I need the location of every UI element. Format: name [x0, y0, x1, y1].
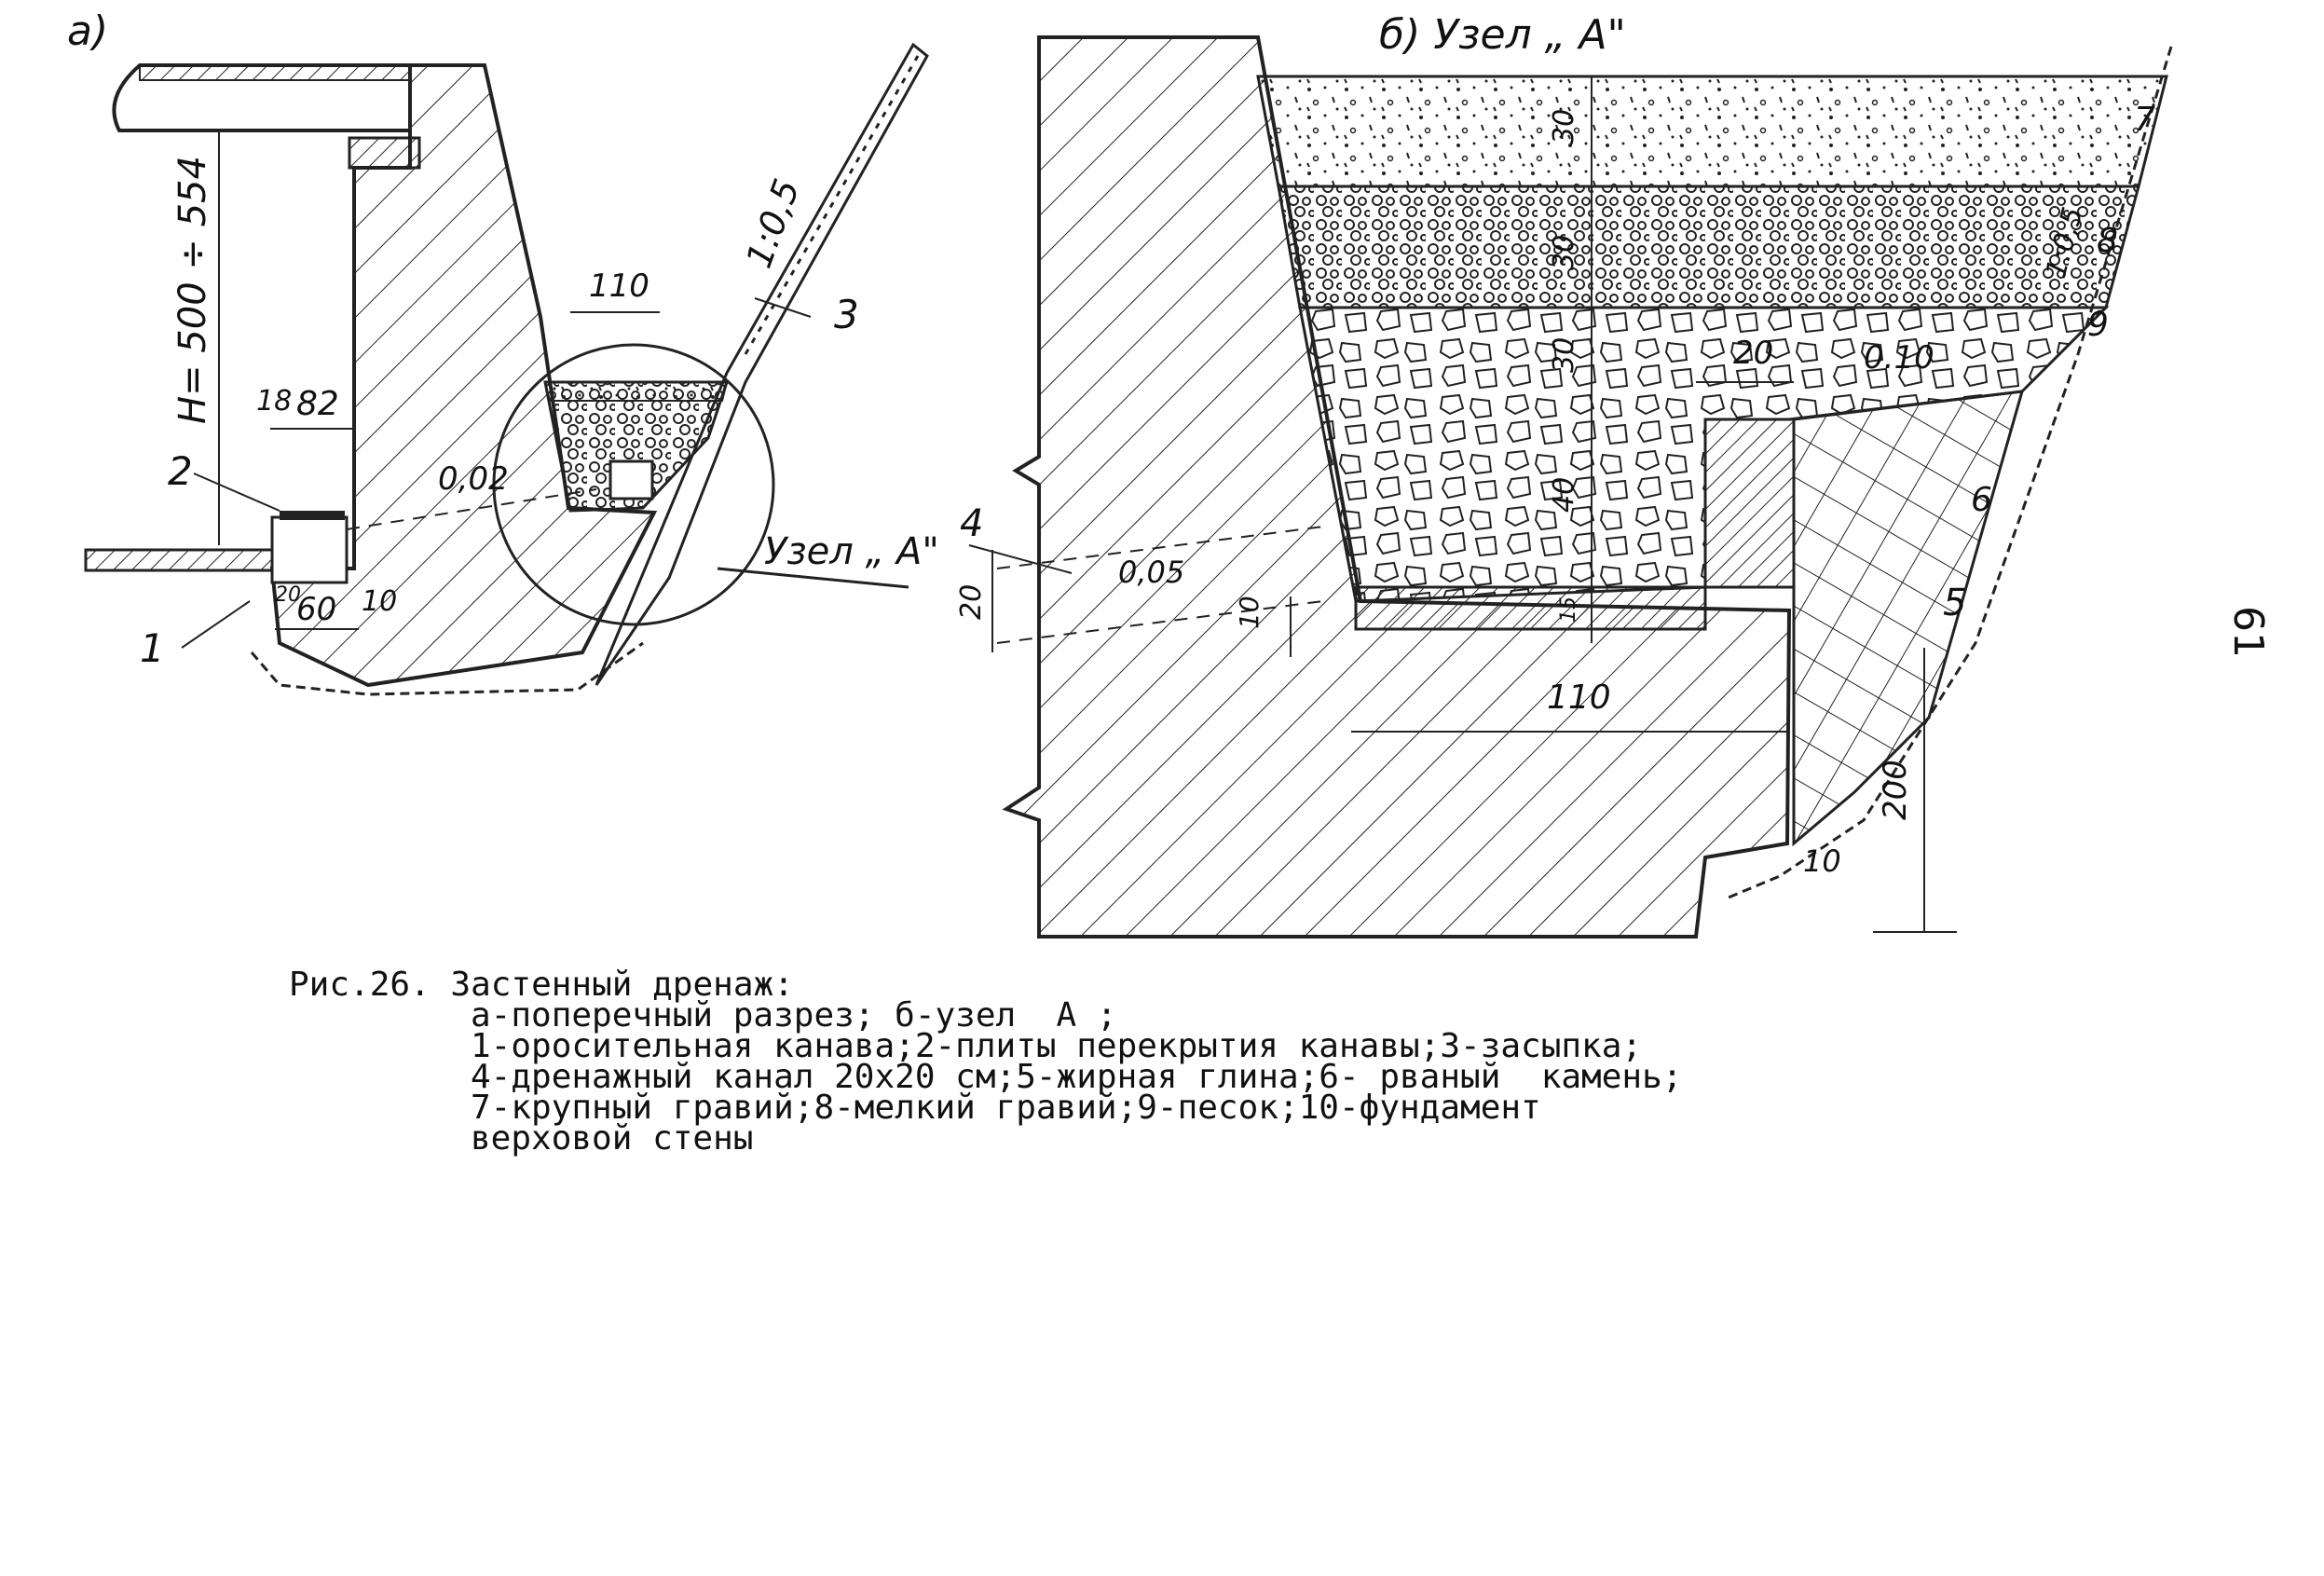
panel-b-node-detail: б) Узел „ А" 30 30 30 40 15 20 0.10 1:0,… [955, 11, 2173, 939]
callout-2-leader [193, 473, 280, 512]
slope-tick [754, 297, 812, 318]
dim-110-b: 110 [1547, 678, 1611, 717]
node-a-leader [717, 567, 909, 589]
layer-sand [1256, 75, 2168, 188]
node-a-circle [492, 343, 775, 626]
callout-3: 3 [834, 292, 859, 337]
panel-b-title: б) Узел „ А" [1379, 11, 1626, 59]
callout-8: 8 [2097, 222, 2118, 260]
caption-line: 1-оросительная канава;2-плиты перекрытия… [471, 1027, 1643, 1065]
dim-20-left: 20 [955, 584, 988, 620]
dim-110: 110 [589, 267, 649, 305]
layer-40: 40 [1548, 477, 1580, 513]
dim-18: 18 [256, 385, 292, 418]
lower-floor [84, 548, 274, 572]
height-label: H= 500 ÷ 554 [171, 156, 214, 424]
panel-a-letter: а) [67, 7, 108, 55]
irrigation-ditch [270, 515, 349, 584]
drain-channel-wall [1703, 418, 1796, 589]
caption-line: 7-крупный гравий;8-мелкий гравий;9-песок… [471, 1089, 1541, 1127]
backfill-slope [595, 42, 929, 686]
ditch-cover-slab [280, 511, 345, 520]
caption-line: а-поперечный разрез; б-узел А ; [471, 996, 1117, 1035]
caption-title: Рис.26. Застенный дренаж: [289, 966, 794, 1004]
node-a-label: Узел „ А" [764, 530, 939, 573]
dim-10: 10 [1234, 596, 1265, 629]
slope-002-label: 0,02 [438, 460, 509, 498]
dash-line-lower [996, 600, 1324, 644]
callout-5: 5 [1943, 582, 1966, 624]
callout-4-leader [968, 544, 1073, 574]
layer-15: 15 [1557, 596, 1580, 623]
drain-channel [608, 459, 654, 500]
callout-2: 2 [168, 448, 193, 494]
dim-60: 60 [296, 591, 336, 628]
figure-caption: Рис.26. Застенный дренаж: а-поперечный р… [289, 966, 1873, 1158]
caption-line: верховой стены [471, 1119, 754, 1158]
layer-30-low: 30 [1548, 337, 1580, 373]
floor-slab-top [139, 64, 411, 81]
callout-1-leader [181, 600, 251, 649]
drain-top-sand [543, 381, 729, 402]
callout-1: 1 [140, 625, 165, 671]
callout-4: 4 [960, 502, 983, 545]
page-number: 61 [2224, 606, 2272, 658]
channel-bottom [1354, 585, 1707, 631]
callout-7: 7 [2134, 101, 2155, 139]
callout-6: 6 [1971, 481, 1992, 519]
layer-30-mid: 30 [1548, 235, 1580, 270]
layer-fine-gravel [1277, 185, 2140, 309]
dim-82: 82 [296, 385, 339, 423]
dash-line-upper [996, 526, 1324, 569]
slope-005: 0,05 [1118, 555, 1184, 590]
callout-9: 9 [2087, 306, 2109, 344]
dim-200: 200 [1877, 760, 1914, 820]
retaining-wall [269, 63, 658, 688]
dim-20-top: 20 [1733, 335, 1773, 372]
floor-slab [112, 63, 412, 132]
dim-10: 10 [362, 585, 397, 618]
callout-10: 10 [1803, 843, 1841, 879]
panel-a-cross-section: а) Узел „ А" 0,02 H= 500 ÷ 554 18 [67, 7, 939, 696]
dim-20: 20 [275, 583, 301, 607]
clay-layer [1792, 390, 2025, 847]
layer-30-top: 30 [1548, 109, 1580, 144]
caption-line: 4-дренажный канал 20х20 см;5-жирная глин… [471, 1058, 1683, 1096]
slope-002-line [346, 488, 597, 530]
slope-010: 0.10 [1864, 339, 1934, 377]
slope-ground [1723, 46, 2173, 901]
